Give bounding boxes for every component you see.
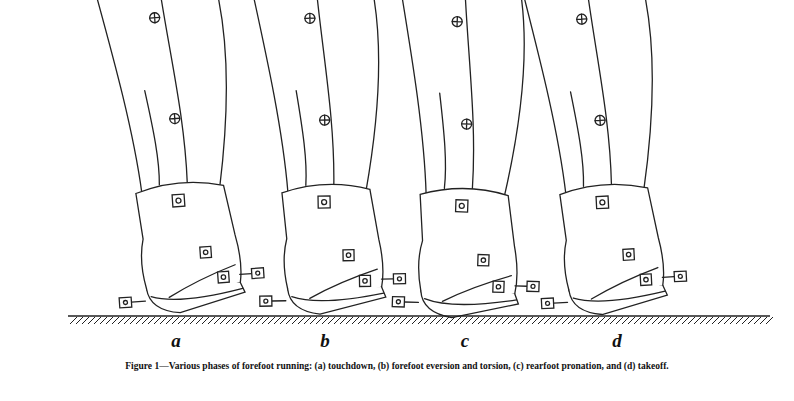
- leg-touchdown: [96, 0, 266, 317]
- phase-label: a: [171, 331, 181, 350]
- leg-pronation: [390, 0, 549, 321]
- figure-caption: Figure 1—Various phases of forefoot runn…: [0, 361, 794, 372]
- leg-takeoff: [523, 0, 688, 318]
- phase-label: d: [612, 331, 622, 350]
- leg-eversion: [252, 0, 406, 315]
- phase-label: b: [320, 331, 330, 350]
- phase-label: c: [461, 331, 469, 350]
- ground-line: [68, 316, 773, 324]
